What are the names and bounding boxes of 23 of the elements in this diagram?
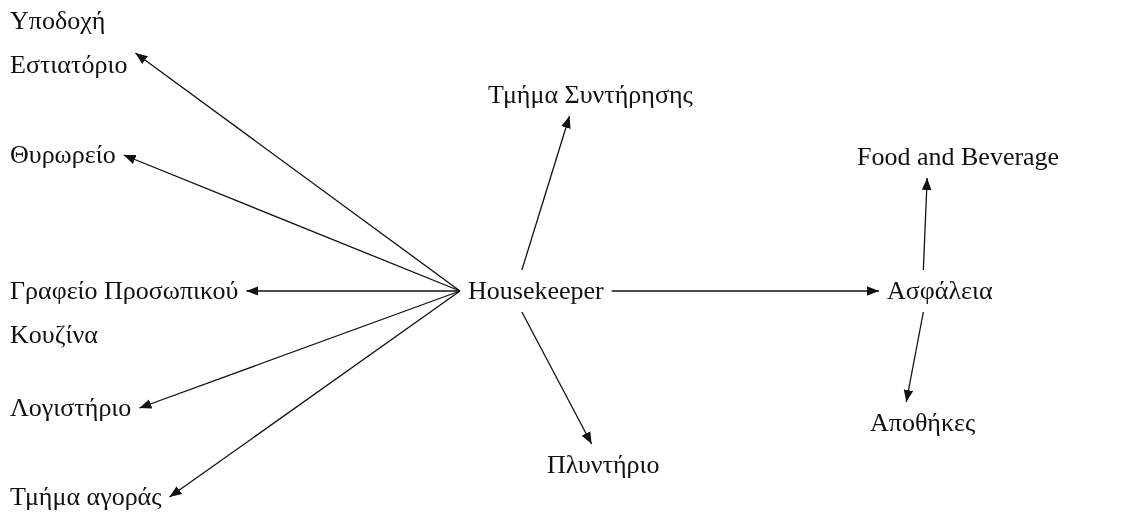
node-label: Θυρωρείο (10, 140, 116, 170)
node-label: Food and Beverage (857, 142, 1060, 172)
node-label: Αποθήκες (870, 408, 976, 438)
arrow (921, 177, 932, 271)
department-label: Κουζίνα (9, 320, 99, 350)
node-label: Ασφάλεια (887, 276, 993, 306)
department-label: Υποδοχή (9, 6, 107, 36)
arrow (521, 311, 593, 445)
node-label: Τμήμα αγοράς (10, 482, 162, 512)
node-label: Λογιστήριο (10, 393, 132, 423)
arrow (903, 311, 924, 403)
arrow (521, 115, 571, 271)
arrow (168, 290, 461, 498)
arrow (611, 286, 880, 296)
node-label: Τμήμα Συντήρησης (488, 80, 693, 110)
node-label: Housekeeper (468, 276, 604, 306)
arrow (245, 286, 461, 296)
arrow (122, 154, 461, 292)
node-label: Πλυντήριο (547, 450, 660, 480)
arrow (134, 52, 461, 292)
arrow (138, 290, 461, 409)
node-label: Γραφείο Προσωπικού (10, 276, 239, 306)
node-label: Εστιατόριο (10, 50, 128, 80)
